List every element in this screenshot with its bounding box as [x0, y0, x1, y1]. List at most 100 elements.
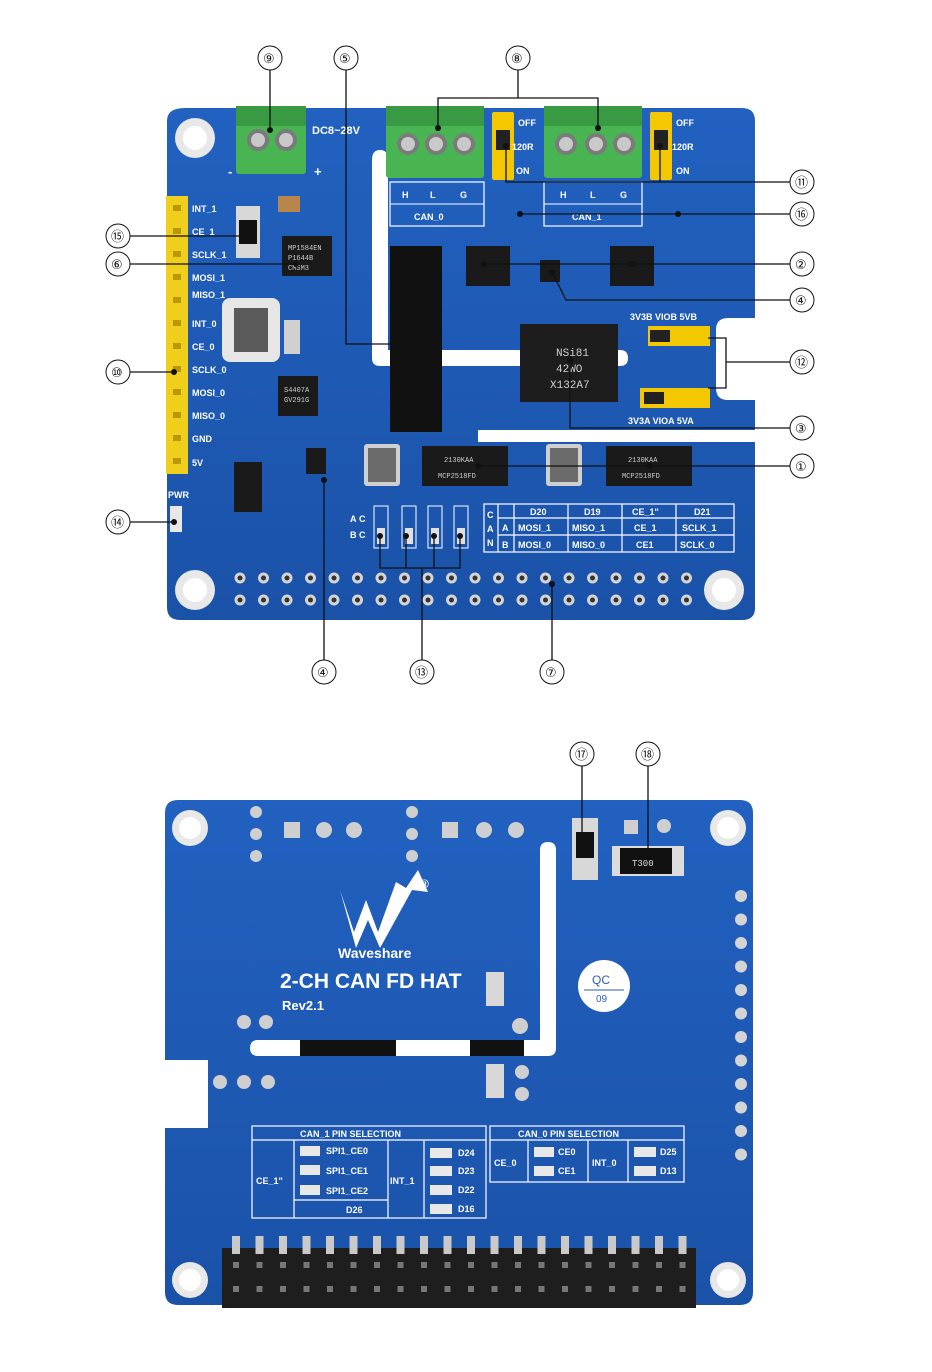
header-pin — [490, 1236, 499, 1254]
svg-text:⑩: ⑩ — [111, 366, 123, 381]
can-vert-c: C — [487, 510, 494, 520]
svg-text:⑱: ⑱ — [641, 748, 654, 763]
top-leader-lines — [130, 70, 790, 660]
pin-miso1: MISO_1 — [192, 290, 225, 300]
qc-label: QC — [592, 973, 610, 987]
callout-18: ⑱ — [635, 741, 661, 767]
b-miso0: MISO_0 — [572, 540, 605, 550]
product-name: 2-CH CAN FD HAT — [280, 970, 462, 993]
header-pin — [467, 1236, 475, 1254]
can1-d26: D26 — [346, 1205, 363, 1215]
header-pin — [514, 1236, 522, 1254]
reg-text-2: P1644B — [288, 255, 313, 263]
pin-ce0: CE_0 — [192, 342, 215, 352]
b-sclk0: SCLK_0 — [680, 540, 715, 550]
header-pin — [443, 1236, 452, 1254]
svg-text:⑪: ⑪ — [795, 176, 808, 191]
callout-9: ⑨ — [257, 45, 283, 71]
callout-6: ⑥ — [105, 251, 131, 277]
can1-int-opt-0: D24 — [458, 1148, 475, 1158]
can1-select-pads — [300, 1146, 452, 1214]
edge-pad — [735, 1148, 747, 1161]
can1-l: L — [590, 190, 596, 200]
header-pin — [279, 1236, 287, 1254]
vio-a-label: 3V3A VIOA 5VA — [628, 416, 694, 426]
pwr-led — [170, 506, 182, 532]
can1-int-opt-1: D23 — [458, 1166, 475, 1176]
can1-pin-selection — [251, 1125, 487, 1219]
can0-title: CAN_0 PIN SELECTION — [518, 1129, 619, 1139]
can1-jumper-120r: 120R — [672, 142, 694, 152]
can0-pin-selection — [489, 1125, 685, 1183]
header-pin — [608, 1236, 616, 1254]
pin-select-pads — [373, 505, 469, 549]
a-miso1: MISO_1 — [572, 523, 605, 533]
callout-17: ⑰ — [569, 741, 595, 767]
header-pin — [255, 1236, 264, 1254]
header-pin — [584, 1236, 593, 1254]
minus-label: - — [228, 164, 232, 179]
sel-c-label: C — [359, 514, 366, 524]
svg-text:⑮: ⑮ — [111, 230, 124, 245]
top-callouts: ⑨ ⑤ ⑧ ⑪ ⑯ ⑮ ⑥ ② ④ ⑫ ⑩ ③ ① ⑭ ④ ⑬ ⑦ — [105, 45, 815, 685]
can0-jumper-off: OFF — [518, 118, 536, 128]
top-mount-holes — [175, 118, 744, 610]
top-board: DC8~28V - + H L G CAN_0 H L G CAN_1 — [166, 106, 756, 620]
can1-jumper-on: ON — [676, 166, 690, 176]
sel-b-label: B — [350, 530, 357, 540]
header-pin — [655, 1236, 663, 1254]
svg-text:⑭: ⑭ — [111, 516, 124, 531]
top-leader-dots — [171, 125, 681, 587]
callout-4-top: ④ — [789, 287, 815, 313]
edge-pad — [735, 913, 747, 926]
header-pin — [396, 1236, 405, 1254]
svg-text:③: ③ — [795, 422, 807, 437]
callout-13: ⑬ — [409, 659, 435, 685]
header-pin — [631, 1236, 640, 1254]
can0-label: CAN_0 — [414, 212, 444, 222]
ctrl2-text-2: 2130KAA — [628, 457, 658, 465]
can1-ce-label: CE_1" — [256, 1176, 283, 1186]
svg-text:⑦: ⑦ — [545, 666, 557, 681]
digital-isolator: NSi81 42WO X132A7 — [520, 324, 618, 402]
svg-text:①: ① — [795, 460, 807, 475]
can1-ce-opt-1: SPI1_CE1 — [326, 1166, 368, 1176]
pin-mosi0: MOSI_0 — [192, 388, 225, 398]
callout-16: ⑯ — [789, 201, 815, 227]
hdr-d21: D21 — [694, 507, 711, 517]
svg-text:⑰: ⑰ — [575, 748, 588, 763]
qc-number: 09 — [596, 994, 608, 1005]
reg-text-3: CMSM3 — [288, 265, 309, 273]
b-mosi0: MOSI_0 — [518, 540, 551, 550]
power-terminal — [236, 106, 306, 174]
qc-sticker: QC 09 — [578, 960, 630, 1012]
edge-pad — [735, 1007, 747, 1020]
inductor — [222, 298, 280, 362]
plus-label: + — [314, 164, 322, 179]
power-label: DC8~28V — [312, 125, 361, 137]
bottom-leader-lines — [581, 766, 649, 856]
ldo-text-2: GV291G — [284, 397, 309, 405]
pwr-label: PWR — [168, 490, 189, 500]
can1-h: H — [560, 190, 567, 200]
can1-label: CAN_1 — [572, 212, 602, 222]
can0-select-pads — [534, 1147, 656, 1176]
sel-c-label-2: C — [359, 530, 366, 540]
can0-jumper-120r: 120R — [512, 142, 534, 152]
bottom-leader-dots — [579, 843, 651, 859]
mosfet-array — [234, 462, 262, 512]
gpio-header-pins — [232, 1236, 687, 1292]
can0-jumper-on: ON — [516, 166, 530, 176]
a-mosi1: MOSI_1 — [518, 523, 551, 533]
bottom-mount-holes — [172, 810, 746, 1298]
edge-pad — [735, 960, 747, 973]
can1-jumper-off: OFF — [676, 118, 694, 128]
revision: Rev2.1 — [282, 998, 324, 1013]
iso-text-1: NSi81 — [556, 348, 589, 360]
gpio-40pin-holes — [234, 572, 692, 606]
waveshare-logo: ® Waveshare — [338, 870, 429, 961]
can0-l: L — [430, 190, 436, 200]
svg-text:⑤: ⑤ — [339, 52, 351, 67]
callout-2: ② — [789, 251, 815, 277]
registered-mark: ® — [420, 877, 429, 891]
